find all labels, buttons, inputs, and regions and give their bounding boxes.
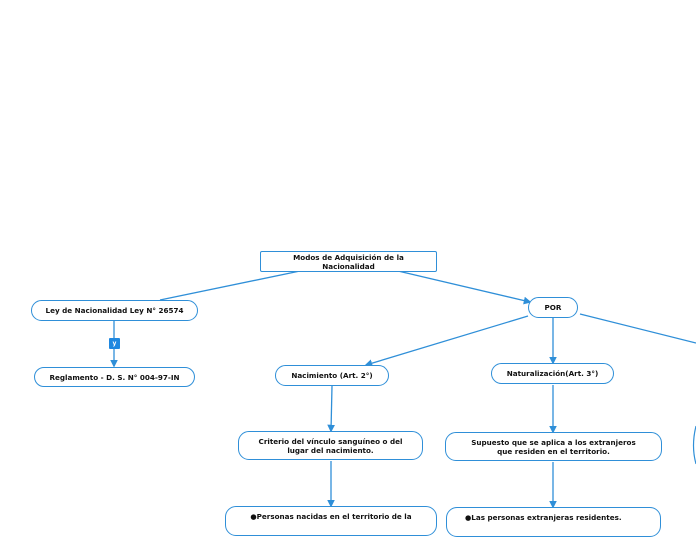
edge-root-por bbox=[398, 271, 530, 302]
naturalizacion-node[interactable]: Naturalización(Art. 3°) bbox=[491, 363, 614, 384]
edge-root-ley bbox=[160, 271, 300, 300]
edge-nacimiento-criterio bbox=[331, 386, 332, 431]
edge-por-offscreen bbox=[580, 314, 696, 343]
extranjeras-node[interactable]: ●Las personas extranjeras residentes. bbox=[446, 507, 661, 537]
root-node[interactable]: Modos de Adquisición de la Nacionalidad bbox=[260, 251, 437, 272]
nacimiento-node[interactable]: Nacimiento (Art. 2°) bbox=[275, 365, 389, 386]
criterio-node[interactable]: Criterio del vínculo sanguíneo o del lug… bbox=[238, 431, 423, 460]
extranjeras-text: ●Las personas extranjeras residentes. bbox=[465, 513, 622, 522]
supuesto-node[interactable]: Supuesto que se aplica a los extranjeros… bbox=[445, 432, 662, 461]
ley-node[interactable]: Ley de Nacionalidad Ley N° 26574 bbox=[31, 300, 198, 321]
edge-por-nacimiento bbox=[366, 316, 528, 365]
personas-node[interactable]: ●Personas nacidas en el territorio de la bbox=[225, 506, 437, 536]
connector-label-y: y bbox=[109, 338, 120, 349]
reglamento-node[interactable]: Reglamento - D. S. N° 004-97-IN bbox=[34, 367, 195, 387]
por-node[interactable]: POR bbox=[528, 297, 578, 318]
